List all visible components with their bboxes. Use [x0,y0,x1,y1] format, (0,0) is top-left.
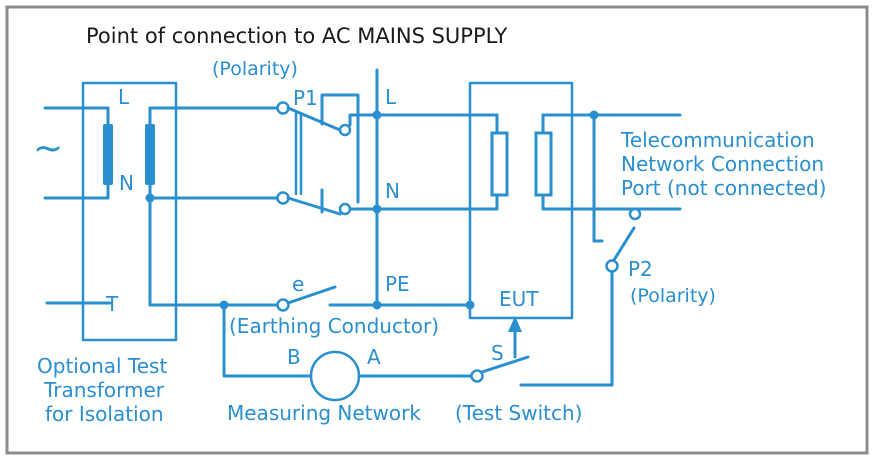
polarity-switch-p1: (Polarity) P1 [212,58,360,216]
eut-box [468,81,574,320]
equipment-under-test: EUT [468,81,574,320]
p2-label: P2 [628,257,653,281]
terminal-a-label: A [367,345,381,369]
mains-label-n: N [385,179,400,203]
secondary-winding [145,124,155,185]
telecom-line3: Port (not connected) [621,176,826,200]
test-switch: S (Test Switch) [455,316,614,425]
transformer-label-t: T [105,292,119,316]
test-switch-arrow [508,316,522,332]
p1-blade-bottom [286,196,342,216]
eut-load-resistor [490,131,509,197]
mains-label-l: L [385,85,397,109]
transformer-caption-line2: Transformer [43,378,165,402]
p1-blade-top [286,106,342,132]
earthing-switch-blade [286,285,337,305]
transformer-caption-line3: for Isolation [45,402,164,426]
measuring-network-caption: Measuring Network [227,401,421,425]
p1-label: P1 [293,86,318,110]
earthing-caption: (Earthing Conductor) [229,314,439,338]
ac-source-symbol: ~ [33,128,63,169]
p2-caption: (Polarity) [630,285,716,307]
transformer-label-l: L [118,85,130,109]
earthing-switch-label: e [292,272,304,296]
polarity-label-1: (Polarity) [212,58,298,80]
measuring-network-meter [309,350,361,402]
polarity-switch-p2: P2 (Polarity) [605,207,716,387]
telecom-line2: Network Connection [621,152,824,176]
measuring-network: B A Measuring Network [222,303,473,425]
telecom-resistor [534,131,553,197]
diagram-title: Point of connection to AC MAINS SUPPLY [86,24,508,48]
mains-bus: L N PE [348,68,499,307]
earthing-conductor: e (Earthing Conductor) [148,272,475,338]
test-switch-blade [480,355,530,374]
primary-winding [103,124,113,185]
transformer-label-n: N [119,171,134,195]
p2-blade [612,226,636,262]
transformer-box [81,81,178,342]
mains-label-pe: PE [385,272,410,296]
telecom-line1: Telecommunication [620,128,815,152]
telecom-port: Telecommunication Network Connection Por… [534,110,826,243]
eut-label: EUT [499,287,539,311]
test-switch-label: S [491,341,504,365]
test-switch-caption: (Test Switch) [455,401,582,425]
terminal-b-label: B [287,345,301,369]
isolation-transformer: L N T Optional Test Transformer for Isol… [37,81,285,426]
transformer-caption-line1: Optional Test [37,354,167,378]
